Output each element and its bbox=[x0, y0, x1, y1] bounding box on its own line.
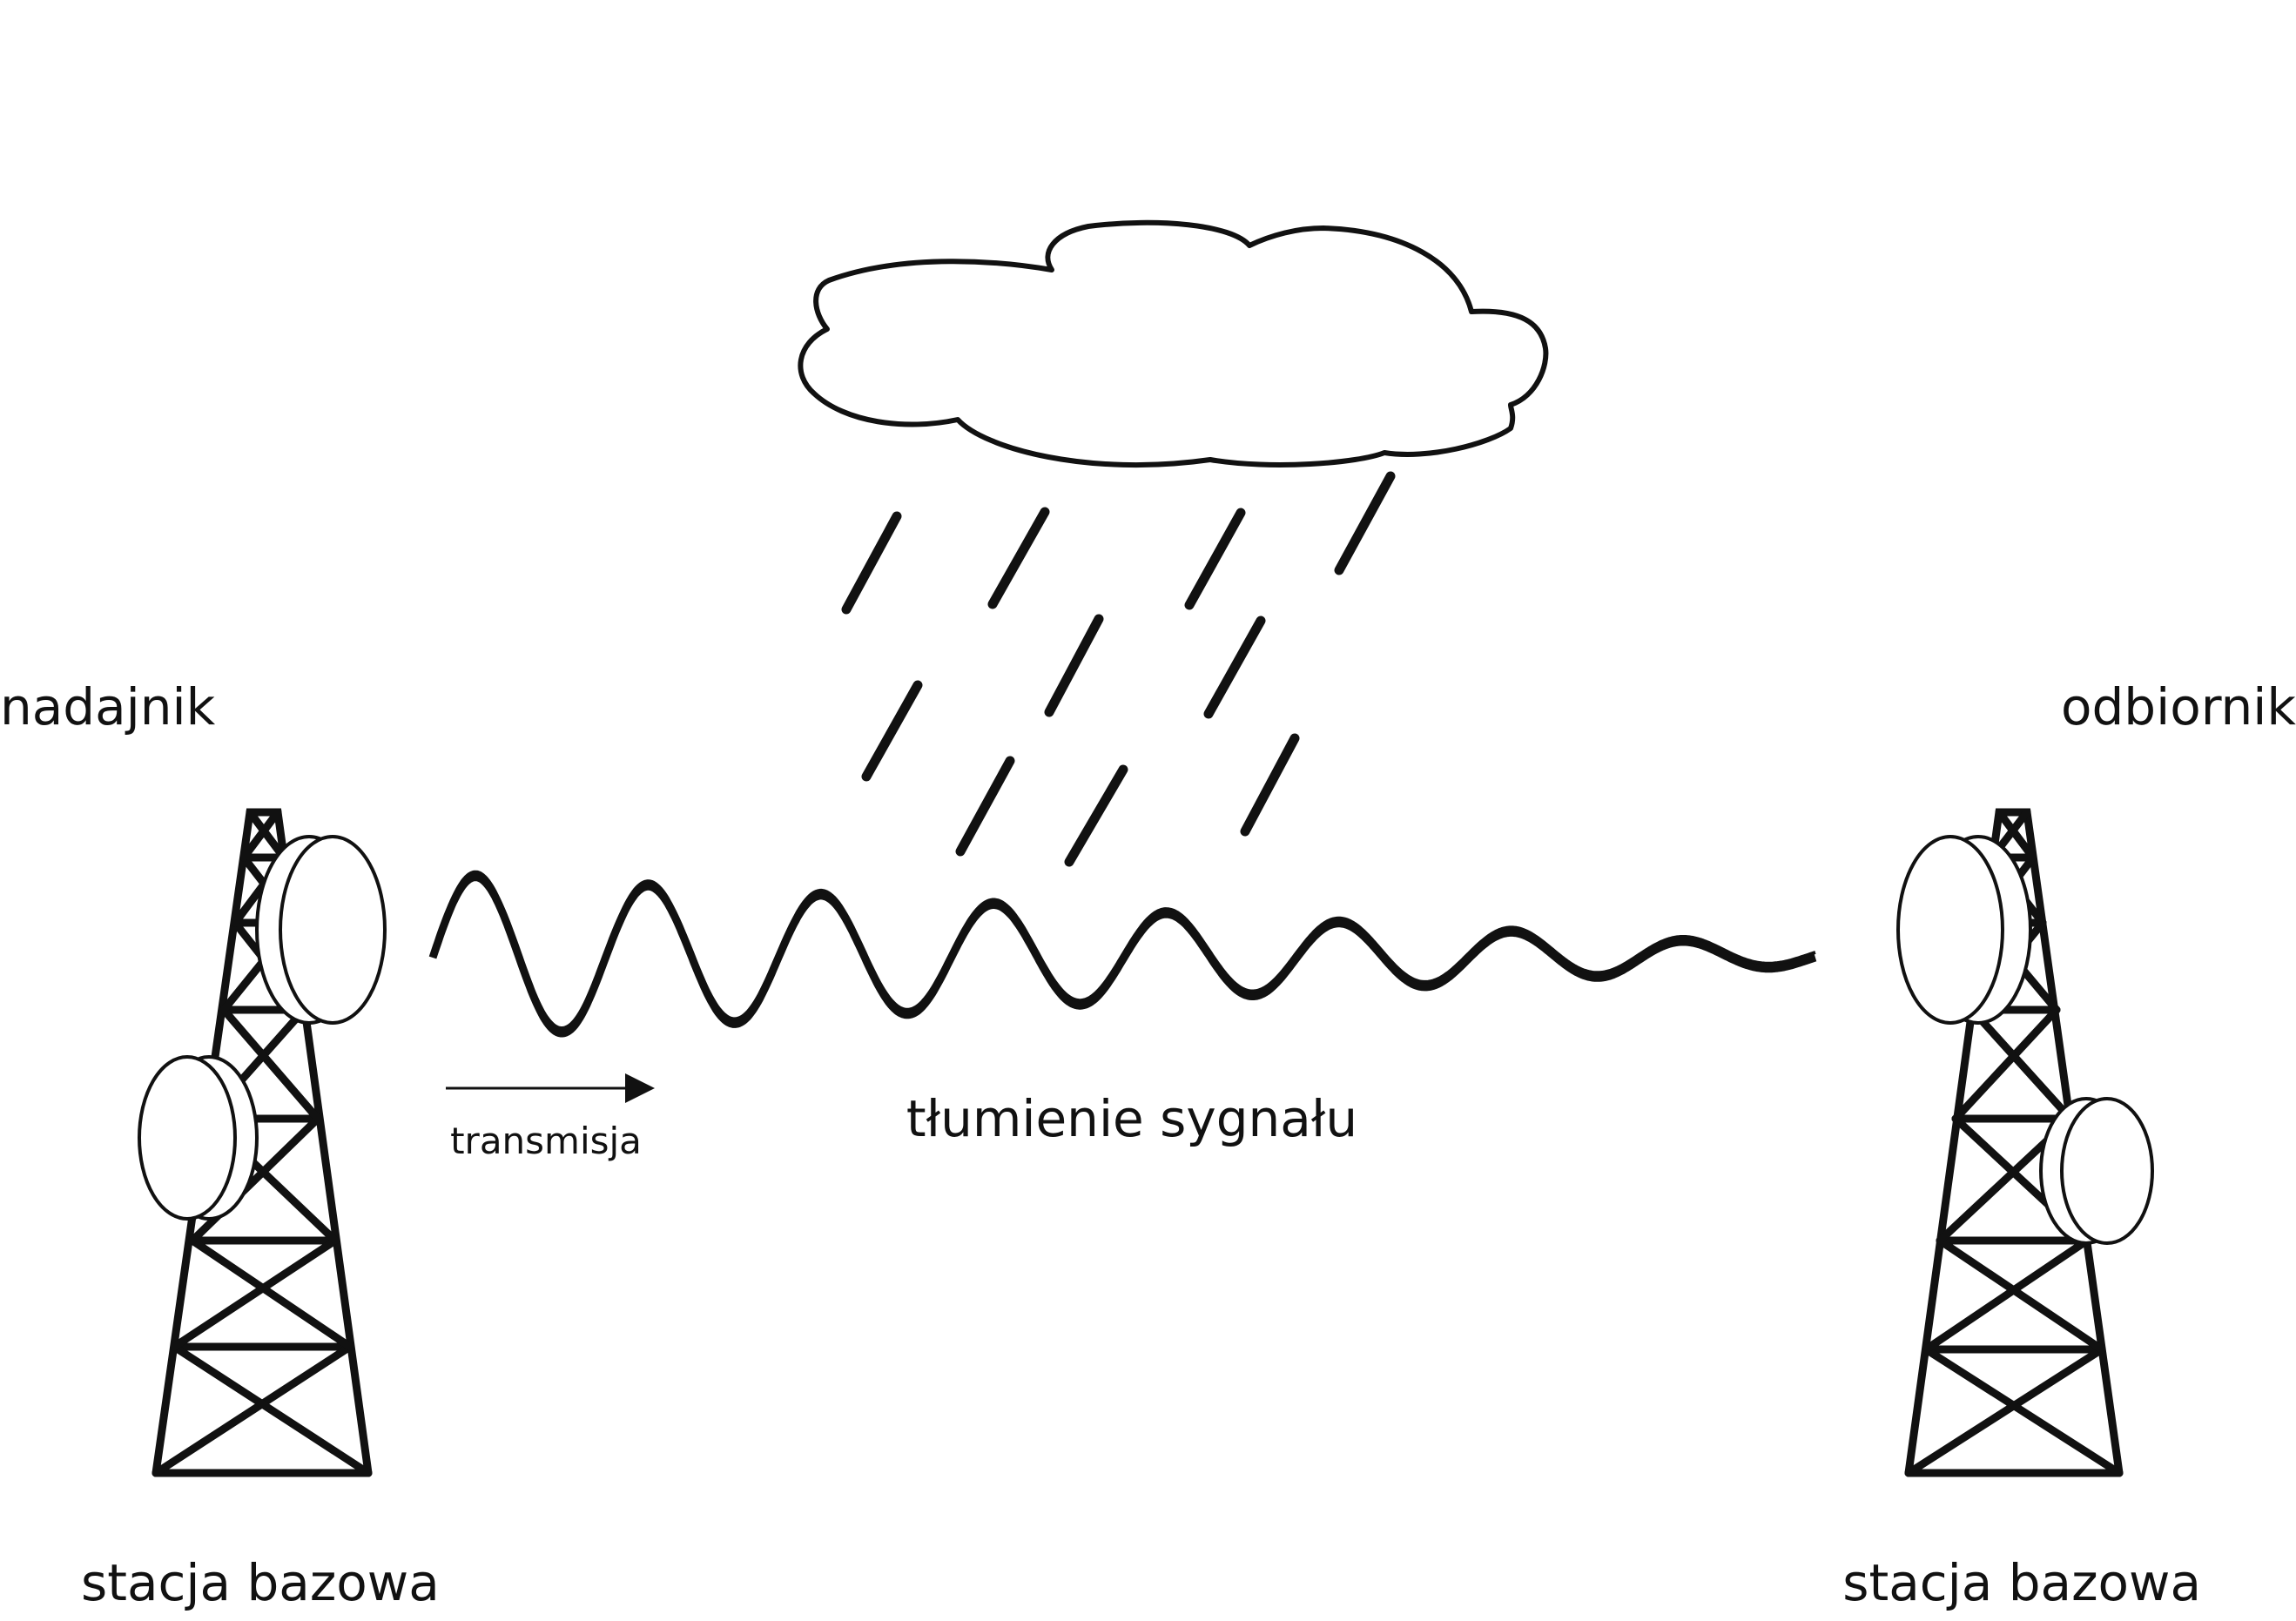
left-upper-dish-icon bbox=[255, 835, 387, 1025]
right-lower-dish-icon bbox=[2039, 1097, 2154, 1245]
arrow-right-icon bbox=[446, 1073, 655, 1103]
attenuation-label: tłumienie sygnału bbox=[906, 1089, 1357, 1148]
cloud-icon bbox=[798, 219, 1549, 468]
transmitter-label: nadajnik bbox=[0, 677, 216, 737]
signal-wave bbox=[431, 870, 1816, 1030]
rain-icon bbox=[841, 471, 1396, 867]
base-station-right-label: stacja bazowa bbox=[1842, 1553, 2201, 1612]
receiver-label: odbiornik bbox=[2061, 677, 2296, 737]
right-upper-dish-icon bbox=[1896, 835, 2032, 1025]
base-station-left-label: stacja bazowa bbox=[81, 1553, 440, 1612]
signal-wave-shadow bbox=[428, 873, 1818, 1038]
transmission-label: transmisja bbox=[450, 1120, 642, 1162]
left-lower-dish-icon bbox=[138, 1055, 259, 1221]
